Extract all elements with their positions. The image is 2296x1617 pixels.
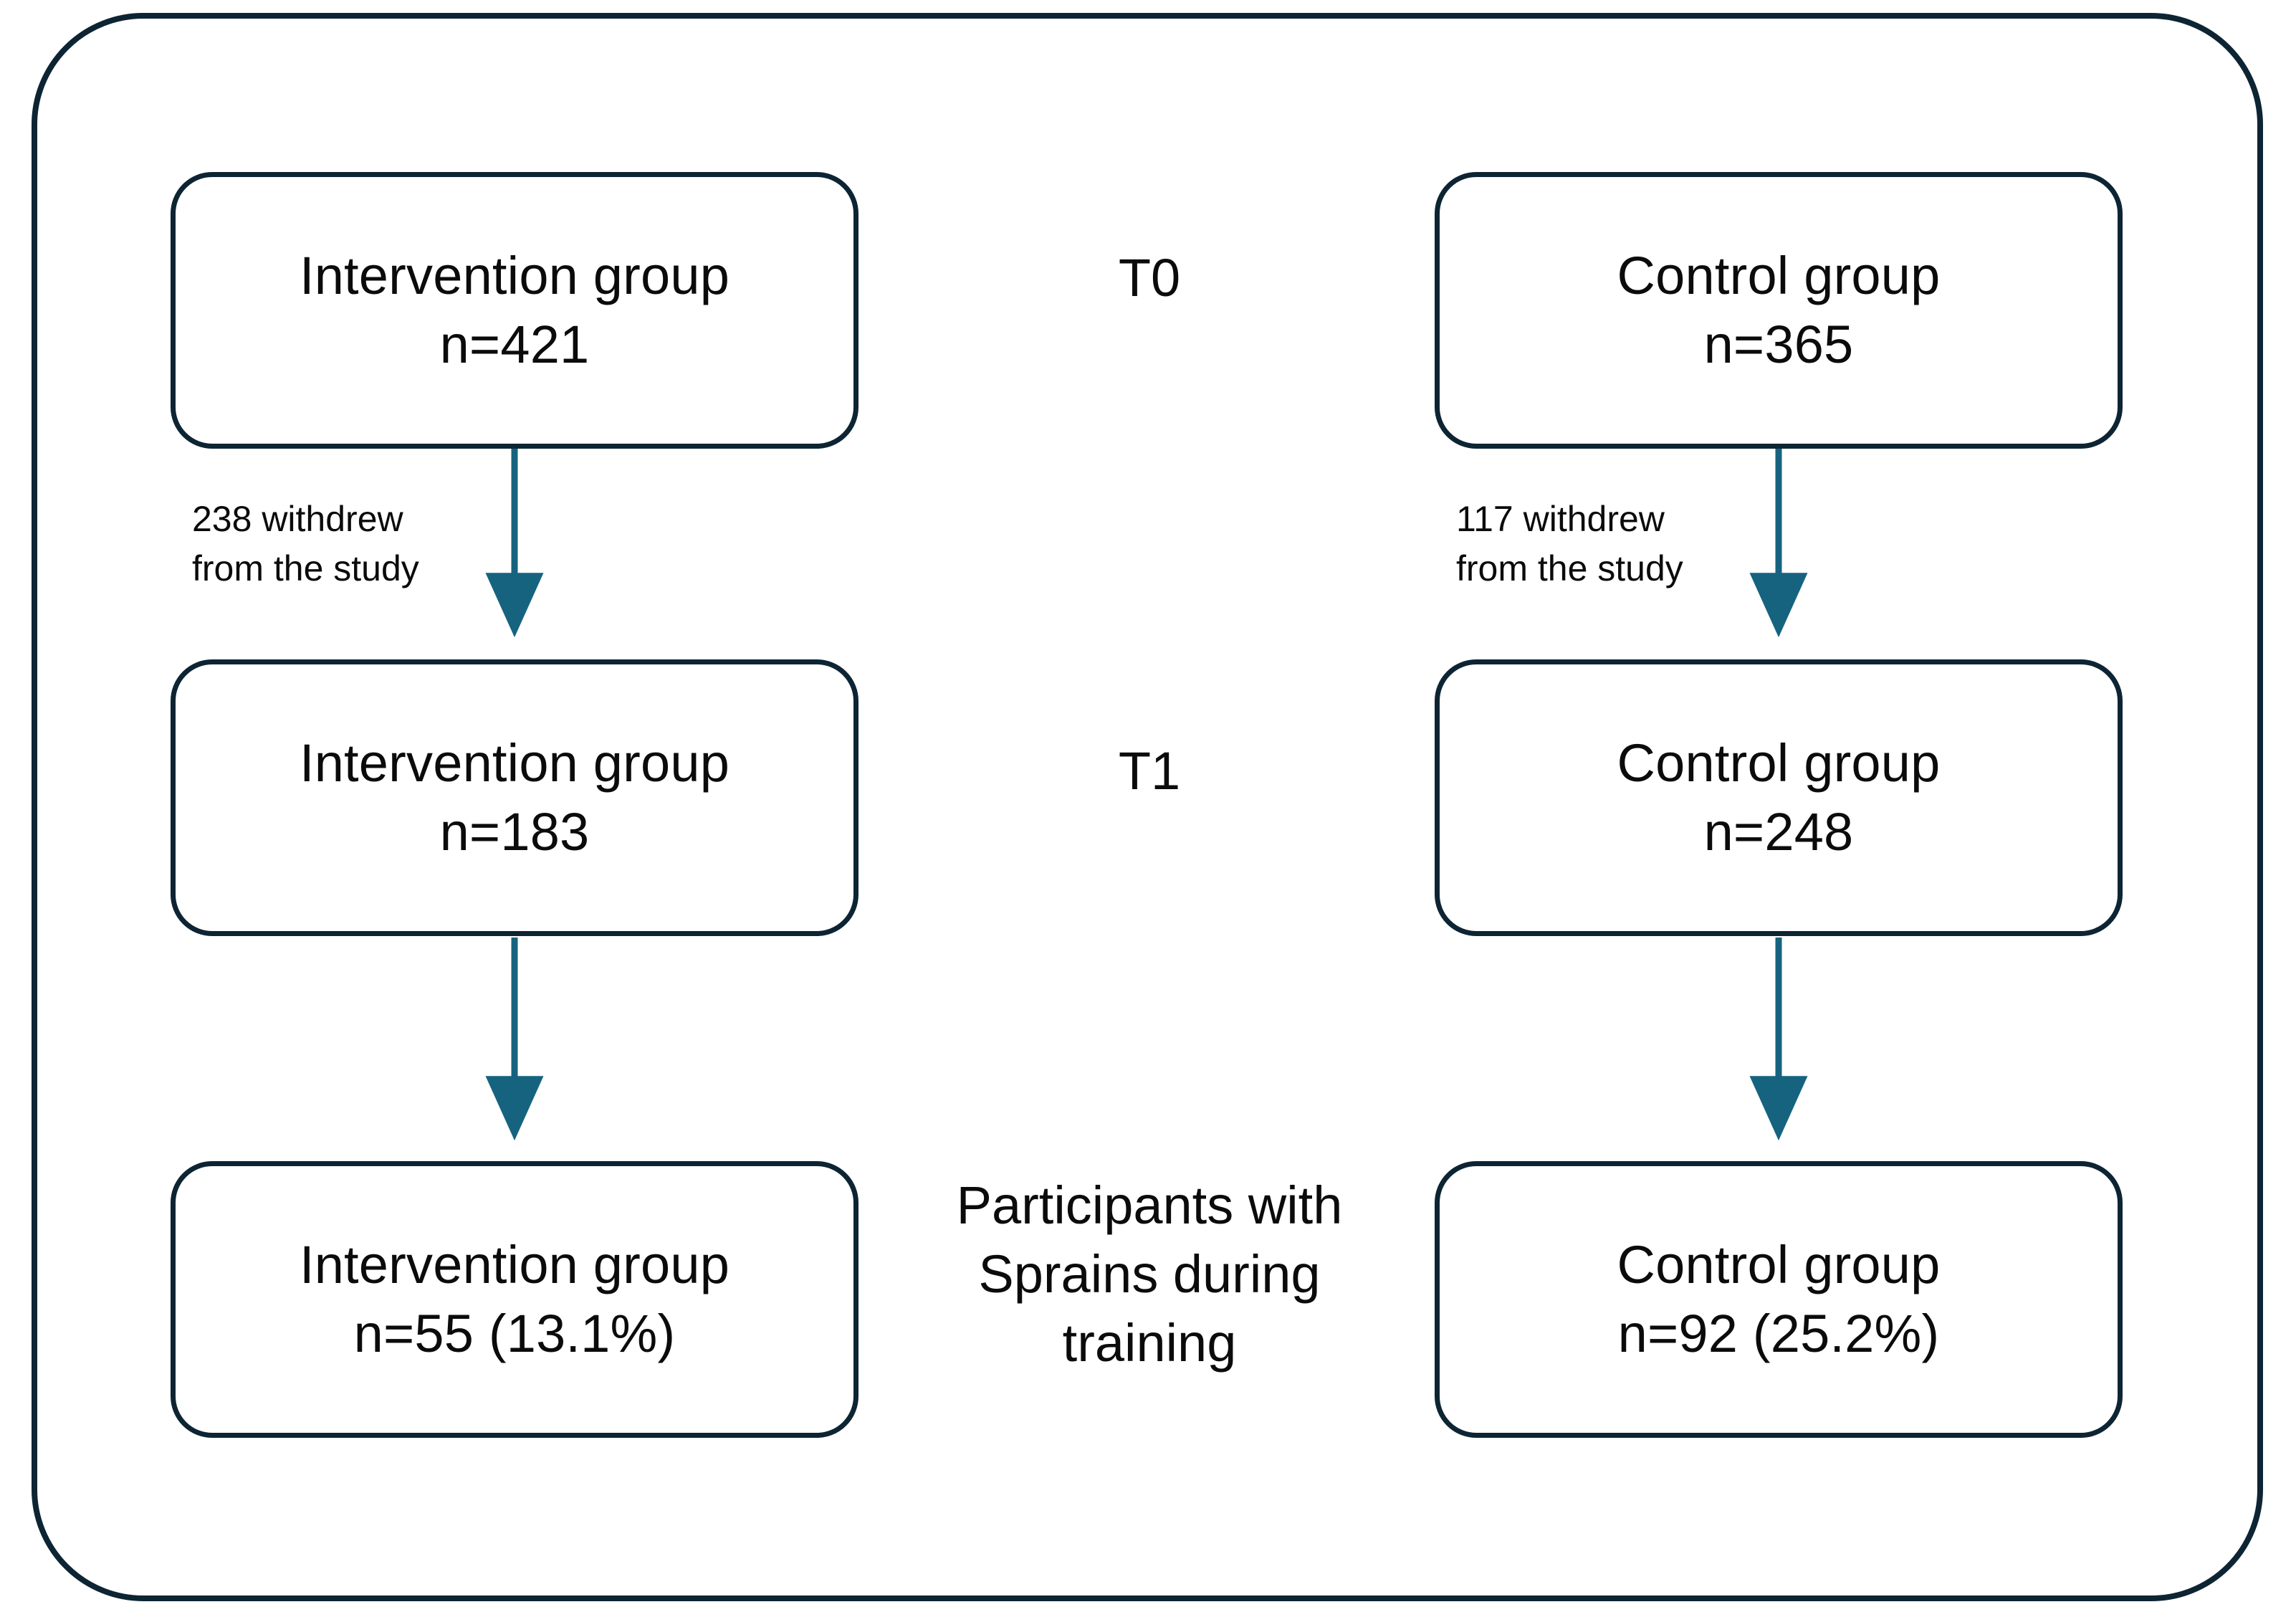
edge-label-line-1: 238 withdrew bbox=[192, 499, 403, 539]
stage-label-t1: T1 bbox=[1118, 741, 1181, 801]
node-count: n=421 bbox=[439, 315, 590, 374]
node-intervention-t0: Intervention group n=421 bbox=[171, 172, 858, 449]
edge-label-line-2: from the study bbox=[192, 548, 419, 588]
node-title: Control group bbox=[1617, 245, 1941, 305]
edge-label-control-withdrew: 117 withdrew from the study bbox=[1456, 495, 1683, 593]
center-caption-sprains: Participants with Sprains during trainin… bbox=[899, 1171, 1400, 1378]
node-control-t1: Control group n=248 bbox=[1435, 659, 2123, 936]
node-count: n=248 bbox=[1703, 802, 1854, 862]
outer-container-frame bbox=[32, 13, 2263, 1601]
node-control-sprains: Control group n=92 (25.2%) bbox=[1435, 1161, 2123, 1438]
node-title: Intervention group bbox=[299, 733, 730, 793]
center-caption-line-3: training bbox=[1062, 1313, 1237, 1373]
node-intervention-sprains: Intervention group n=55 (13.1%) bbox=[171, 1161, 858, 1438]
node-title: Intervention group bbox=[299, 1234, 730, 1294]
center-caption-line-2: Sprains during bbox=[978, 1244, 1321, 1304]
edge-label-line-2: from the study bbox=[1456, 548, 1683, 588]
node-title: Control group bbox=[1617, 733, 1941, 793]
node-count: n=55 (13.1%) bbox=[353, 1304, 676, 1363]
node-title: Intervention group bbox=[299, 245, 730, 305]
node-intervention-t1: Intervention group n=183 bbox=[171, 659, 858, 936]
stage-label-t0: T0 bbox=[1118, 248, 1181, 307]
center-caption-line-1: Participants with bbox=[956, 1175, 1343, 1235]
node-title: Control group bbox=[1617, 1234, 1941, 1294]
node-count: n=183 bbox=[439, 802, 590, 862]
node-count: n=365 bbox=[1703, 315, 1854, 374]
edge-label-line-1: 117 withdrew bbox=[1456, 499, 1665, 539]
node-count: n=92 (25.2%) bbox=[1617, 1304, 1940, 1363]
edge-label-intervention-withdrew: 238 withdrew from the study bbox=[192, 495, 419, 593]
node-control-t0: Control group n=365 bbox=[1435, 172, 2123, 449]
